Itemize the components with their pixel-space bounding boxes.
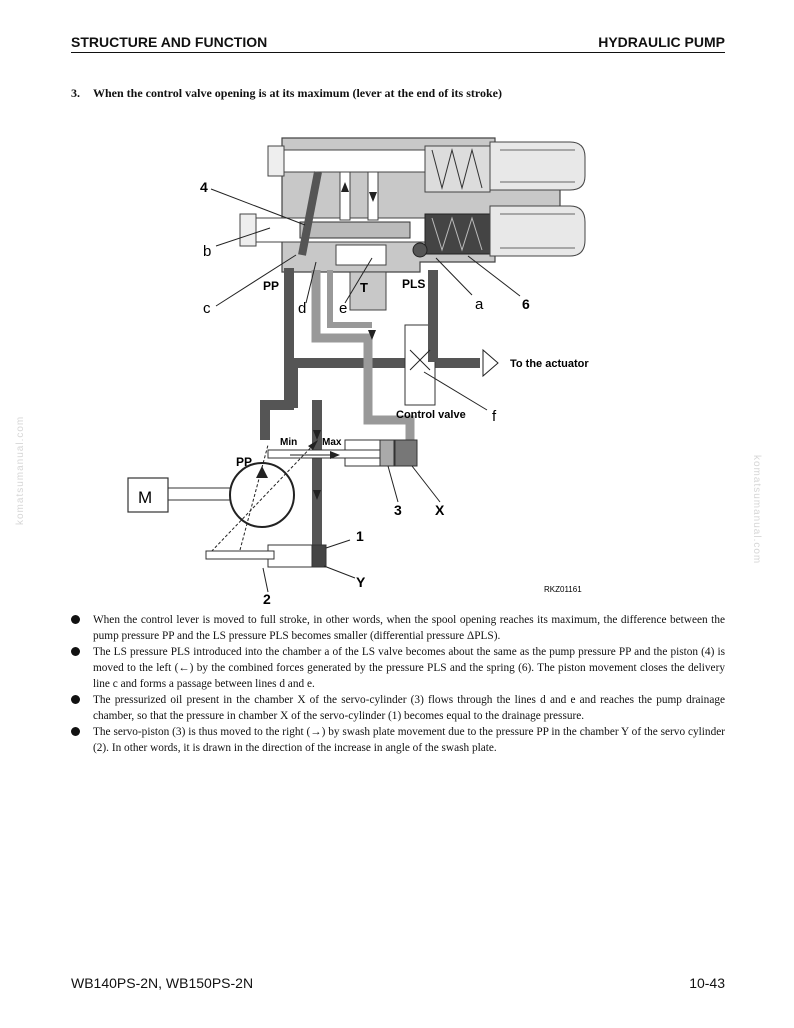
delivery-line xyxy=(284,358,480,368)
lower-adjust-plug xyxy=(489,205,586,257)
list-item: The pressurized oil present in the chamb… xyxy=(71,692,725,724)
list-item: When the control lever is moved to full … xyxy=(71,612,725,644)
label-piston-4: 4 xyxy=(200,179,208,195)
label-b: b xyxy=(203,243,211,260)
bullet-icon xyxy=(71,647,80,656)
bullet-icon xyxy=(71,727,80,736)
label-pp-pump: PP xyxy=(236,455,252,469)
label-max: Max xyxy=(322,437,342,448)
label-servo-3: 3 xyxy=(394,502,402,518)
piston-4 xyxy=(299,221,411,239)
list-item-text: When the control lever is moved to full … xyxy=(93,614,725,642)
figure-code: RKZ01161 xyxy=(544,585,582,594)
label-servo-1: 1 xyxy=(356,528,364,544)
chamber-x xyxy=(394,439,418,467)
label-t: T xyxy=(360,280,368,295)
label-e: e xyxy=(339,300,347,317)
list-item: The servo-piston (3) is thus moved to th… xyxy=(71,724,725,756)
label-motor: M xyxy=(138,488,152,507)
bullet-icon xyxy=(71,615,80,624)
label-servo-2: 2 xyxy=(263,591,271,607)
label-spring-6: 6 xyxy=(522,296,530,312)
label-a: a xyxy=(475,296,484,313)
page-number: 10-43 xyxy=(689,975,725,991)
page-header: STRUCTURE AND FUNCTION HYDRAULIC PUMP xyxy=(71,34,725,53)
footer-model: WB140PS-2N, WB150PS-2N xyxy=(71,975,254,991)
label-c: c xyxy=(203,300,211,317)
pump xyxy=(229,462,295,528)
label-f: f xyxy=(492,408,497,425)
list-item-text: The pressurized oil present in the chamb… xyxy=(93,694,725,722)
section-title: When the control valve opening is at its… xyxy=(93,86,502,100)
label-to-actuator: To the actuator xyxy=(510,358,589,370)
upper-end-cap xyxy=(267,145,285,177)
label-pls: PLS xyxy=(402,277,425,291)
motor xyxy=(127,477,169,513)
watermark-right: komatsumanual.com xyxy=(751,455,762,565)
label-control-valve: Control valve xyxy=(396,409,466,421)
label-chamber-y: Y xyxy=(356,574,366,590)
tank-port-t xyxy=(349,271,387,311)
chamber-y xyxy=(311,544,327,568)
bullet-icon xyxy=(71,695,80,704)
header-component-title: HYDRAULIC PUMP xyxy=(598,34,725,50)
label-min: Min xyxy=(280,437,297,448)
section-heading: 3. When the control valve opening is at i… xyxy=(71,86,725,101)
lower-end-cap xyxy=(239,213,257,247)
label-pp-top: PP xyxy=(263,279,279,293)
header-section-title: STRUCTURE AND FUNCTION xyxy=(71,34,268,50)
label-d: d xyxy=(298,300,306,317)
upper-adjust-plug xyxy=(489,141,586,191)
watermark-left: komatsumanual.com xyxy=(15,415,26,525)
list-item-text: The LS pressure PLS introduced into the … xyxy=(93,646,725,690)
section-number: 3. xyxy=(71,86,80,100)
label-chamber-x: X xyxy=(435,502,445,518)
list-item: The LS pressure PLS introduced into the … xyxy=(71,644,725,692)
upper-spool-bore xyxy=(267,149,429,173)
hydraulic-circuit-diagram: 4 b c PP T PLS d e a 6 To the actuator C… xyxy=(127,137,589,607)
list-item-text: The servo-piston (3) is thus moved to th… xyxy=(93,726,725,754)
description-list: When the control lever is moved to full … xyxy=(71,612,725,756)
